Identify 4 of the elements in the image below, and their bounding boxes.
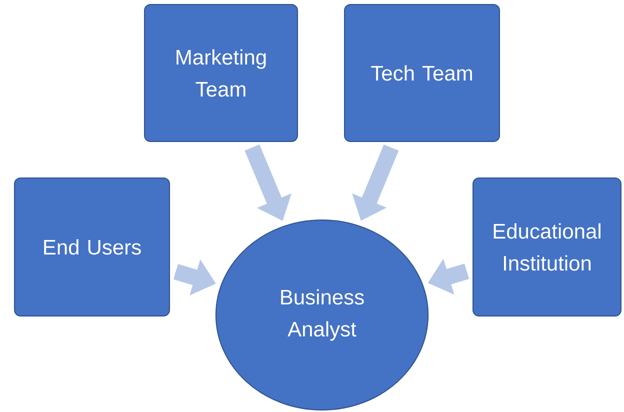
team-box: Educational Institution	[472, 178, 622, 316]
team-box: End Users	[14, 178, 170, 316]
team-box: Marketing Team	[144, 4, 298, 142]
team-box: Tech Team	[344, 4, 500, 142]
